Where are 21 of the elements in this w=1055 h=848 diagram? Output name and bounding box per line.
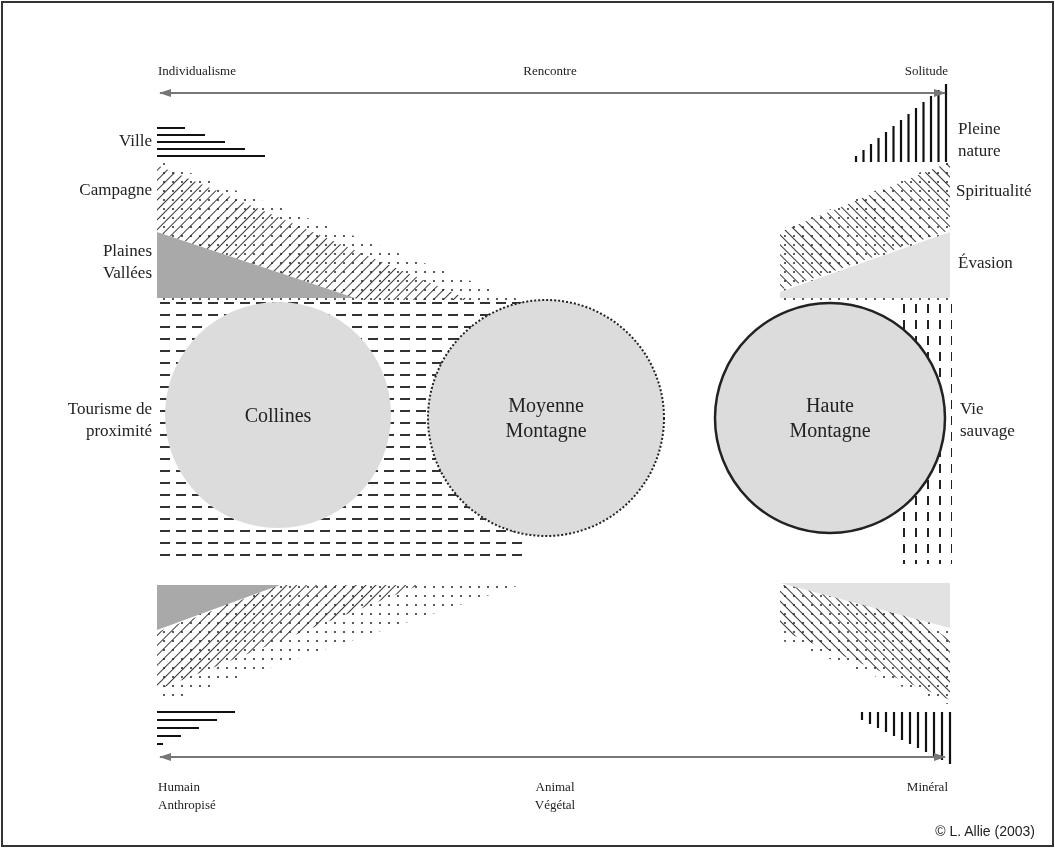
region-circle	[426, 298, 666, 538]
region-circle	[713, 301, 947, 535]
axis-label: Rencontre	[522, 62, 578, 80]
axis-label: Individualisme	[158, 62, 237, 80]
axis-label: Humain Anthropisé	[158, 778, 217, 814]
circle-label: Collines	[243, 402, 313, 428]
zone-label: Vie sauvage	[960, 398, 1016, 442]
zone-label: Pleine nature	[958, 118, 1002, 162]
zone-label: Évasion	[958, 252, 1014, 274]
copyright-note: © L. Allie (2003)	[934, 822, 1035, 841]
zone-label: Campagne	[78, 179, 152, 201]
region-circle	[163, 300, 393, 530]
axis-label: Solitude	[903, 62, 948, 80]
circle-label: Haute Montagne	[788, 393, 872, 443]
zone-label: Spiritualité	[956, 180, 1033, 202]
zone-label: Tourisme de proximité	[66, 398, 152, 442]
zone-label: Ville	[118, 130, 152, 152]
circle-label: Moyenne Montagne	[504, 393, 588, 443]
zone-label: Plaines Vallées	[101, 240, 152, 284]
axis-label: Minéral	[905, 778, 948, 796]
axis-label: Animal Végétal	[533, 778, 577, 814]
